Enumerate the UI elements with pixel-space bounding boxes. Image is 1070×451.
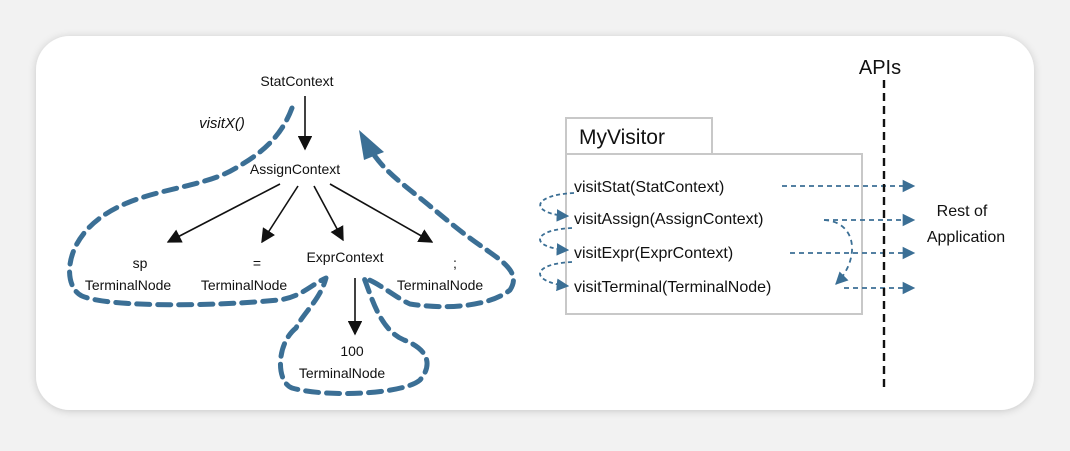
api-arrows: [782, 179, 916, 295]
application-label: Application: [927, 229, 1005, 246]
edge-assign-semi: [329, 183, 434, 243]
method-visit-terminal: visitTerminal(TerminalNode): [574, 279, 771, 296]
visitor-box-tab: [565, 117, 713, 155]
method-call-loops: [539, 192, 575, 292]
node-assign-context: AssignContext: [250, 161, 340, 177]
visit-label: visitX(): [199, 115, 245, 132]
node-semi-type: TerminalNode: [397, 277, 484, 293]
edge-assign-expr: [313, 185, 344, 242]
node-eq-token: =: [253, 255, 261, 271]
method-visit-expr: visitExpr(ExprContext): [574, 245, 733, 262]
apis-label: APIs: [859, 57, 901, 79]
node-sp-token: sp: [133, 255, 148, 271]
edge-assign-sp: [166, 183, 281, 243]
diagram-panel: [36, 36, 1034, 410]
node-stat-context: StatContext: [260, 73, 333, 89]
node-leaf-token: 100: [340, 343, 364, 359]
node-expr-context: ExprContext: [306, 249, 383, 265]
edge-assign-eq: [261, 185, 299, 244]
node-leaf-type: TerminalNode: [299, 365, 386, 381]
node-sp-type: TerminalNode: [85, 277, 172, 293]
method-visit-stat: visitStat(StatContext): [574, 179, 724, 196]
node-semi-token: ;: [453, 255, 457, 271]
traversal-path: [67, 105, 516, 396]
rest-of-label: Rest of: [937, 203, 988, 220]
node-eq-type: TerminalNode: [201, 277, 288, 293]
tree-edges: [166, 96, 434, 336]
visitor-box-title: MyVisitor: [579, 126, 665, 149]
parse-tree: StatContext visitX() AssignContext sp Te…: [85, 73, 484, 381]
traversal-arrowhead: [359, 130, 384, 160]
visitor-box-body: [565, 153, 863, 315]
method-visit-assign: visitAssign(AssignContext): [574, 211, 763, 228]
visitor-box: MyVisitor visitStat(StatContext) visitAs…: [565, 117, 863, 315]
